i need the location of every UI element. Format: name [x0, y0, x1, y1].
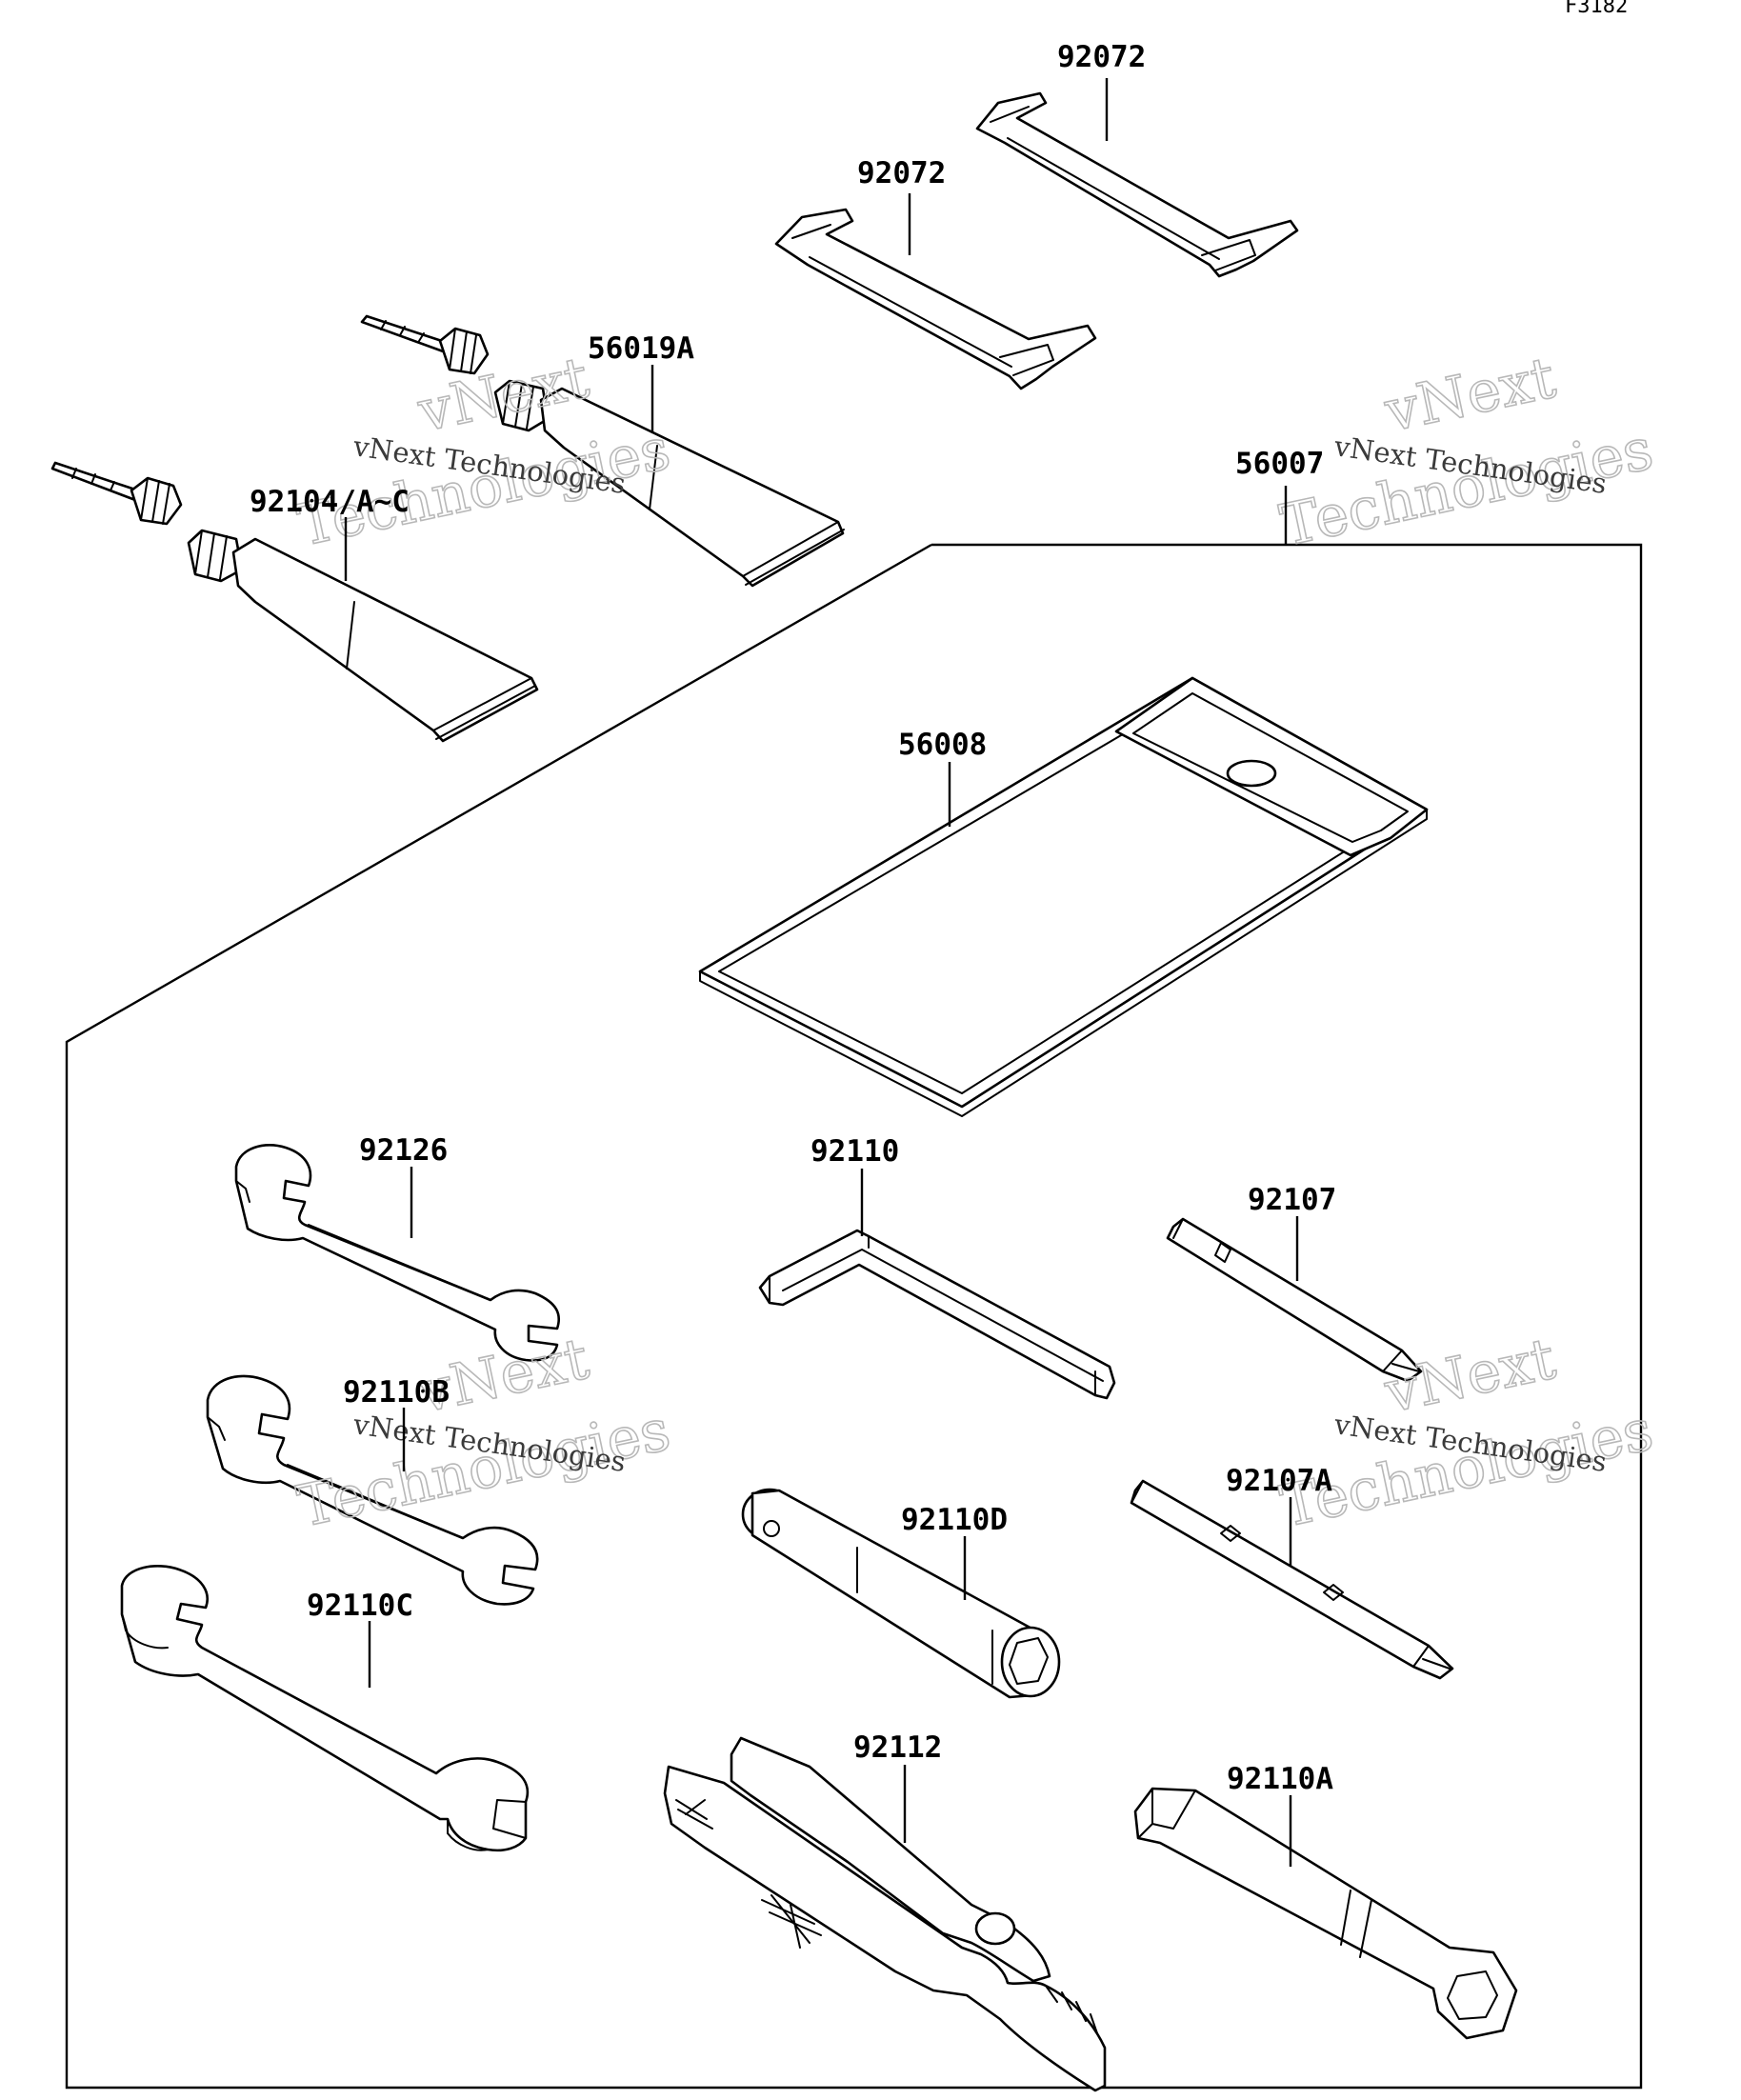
watermark-top-left: vNext Technologies vNext Technologies: [291, 344, 677, 560]
hex-key-92110: [758, 1229, 1116, 1400]
tool-bag-56008: [698, 676, 1429, 1117]
wrench-92110b: [206, 1374, 539, 1606]
callout-92110b: 92110B: [343, 1375, 450, 1410]
strap-92072-top: [975, 91, 1299, 278]
callout-92110d: 92110D: [901, 1503, 1008, 1537]
screwdriver-bit-92107: [1166, 1217, 1423, 1383]
screwdriver-92107a: [1130, 1479, 1454, 1680]
callout-92107a: 92107A: [1226, 1464, 1332, 1498]
callout-92126: 92126: [359, 1133, 448, 1168]
callout-92110c: 92110C: [307, 1589, 413, 1623]
callout-56007: 56007: [1235, 447, 1324, 481]
callout-92112: 92112: [853, 1730, 942, 1765]
leader-lines: [344, 78, 1299, 1867]
callout-92072-top: 92072: [1057, 40, 1146, 74]
watermark-top-right: vNext Technologies vNext Technologies: [1274, 344, 1660, 560]
watermark-bottom-right: vNext Technologies vNext Technologies: [1274, 1325, 1660, 1541]
wrench-92126: [234, 1144, 561, 1362]
part-number-callouts: 92072 92072 56019A 92104/A~C 56007 56008…: [250, 40, 1336, 1796]
watermark-text-large-1: vNext: [1379, 345, 1561, 446]
callout-92110: 92110: [810, 1134, 899, 1169]
wrench-92110c: [120, 1565, 530, 1852]
watermark-text-large-1: vNext: [1379, 1326, 1561, 1427]
grease-tube-92104: [50, 461, 539, 743]
strap-92072-second: [774, 208, 1097, 390]
callout-92110a: 92110A: [1227, 1762, 1333, 1796]
watermark-bottom-left: vNext Technologies vNext Technologies: [291, 1325, 677, 1541]
callout-92107: 92107: [1248, 1183, 1336, 1217]
pliers-92112: [663, 1736, 1107, 2092]
callout-92104: 92104/A~C: [250, 485, 410, 519]
callout-56019a: 56019A: [588, 331, 694, 366]
box-wrench-92110a: [1133, 1787, 1518, 2040]
tool-kit-frame: [65, 543, 1643, 2090]
diagram-code: F3182: [1565, 0, 1628, 18]
box-wrench-92110d: [741, 1488, 1061, 1699]
callout-56008: 56008: [898, 728, 987, 762]
grease-tube-56019a: [360, 314, 845, 588]
callout-92072-second: 92072: [857, 156, 946, 190]
